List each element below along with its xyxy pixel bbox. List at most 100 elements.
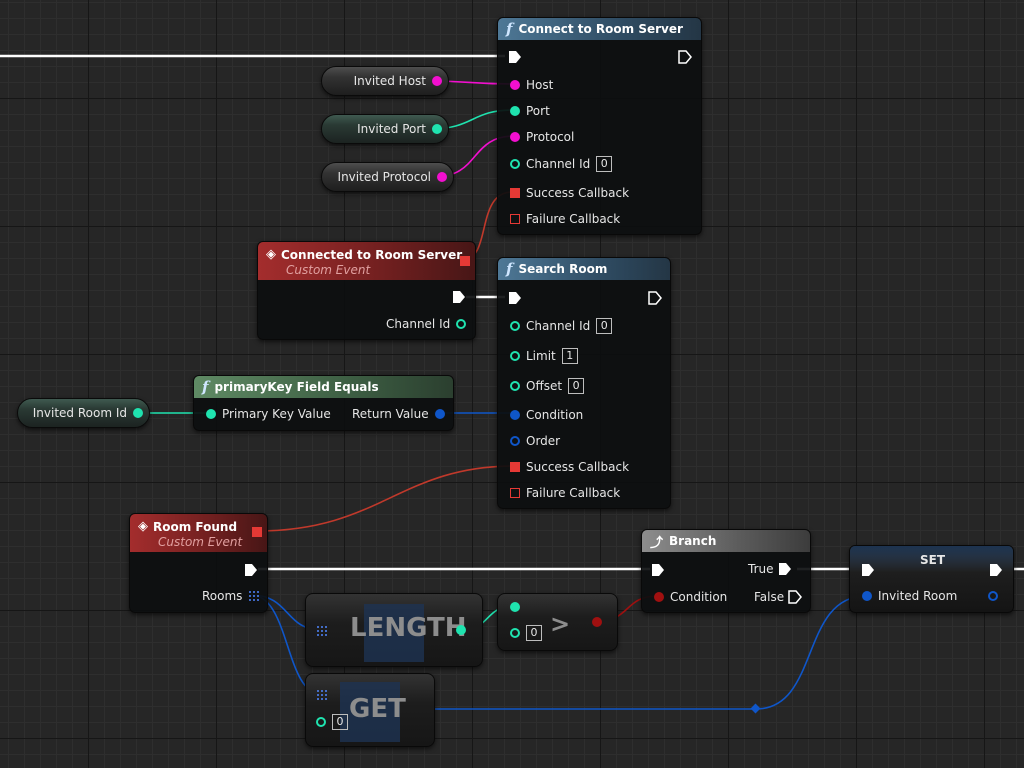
- node-set-invited-room[interactable]: SET Invited Room: [849, 545, 1014, 613]
- struct-pin-icon[interactable]: [862, 591, 872, 601]
- pin-label-channel-id: Channel Id: [526, 157, 591, 171]
- pin-label-success-callback: Success Callback: [526, 186, 630, 200]
- int-pin-icon[interactable]: [456, 625, 466, 635]
- variable-invited-room-id[interactable]: Invited Room Id: [17, 398, 150, 428]
- node-connect-to-room-server[interactable]: f Connect to Room Server Host Port Proto…: [497, 17, 702, 235]
- event-pin-icon[interactable]: [510, 214, 520, 224]
- exec-in-icon[interactable]: [861, 563, 875, 577]
- pin-label-success-callback: Success Callback: [526, 460, 630, 474]
- array-pin-icon[interactable]: [316, 625, 328, 637]
- node-connected-to-room-server-event[interactable]: ◈Connected to Room Server Custom Event C…: [257, 241, 476, 340]
- limit-input[interactable]: 1: [561, 348, 578, 364]
- struct-pin-icon[interactable]: [510, 436, 520, 446]
- pin-label-channel-id: Channel Id: [386, 317, 451, 331]
- pin-label-primary-key-value: Primary Key Value: [222, 407, 331, 421]
- pin-label-failure-callback: Failure Callback: [526, 486, 621, 500]
- exec-out-icon[interactable]: [244, 563, 258, 577]
- pin-label-condition: Condition: [670, 590, 728, 604]
- event-diamond-icon: ◈: [138, 519, 148, 534]
- struct-pin-icon[interactable]: [988, 591, 998, 601]
- int-pin-icon[interactable]: [456, 319, 467, 329]
- variable-invited-protocol[interactable]: Invited Protocol: [321, 162, 454, 192]
- get-label: GET: [349, 694, 406, 724]
- exec-in-icon[interactable]: [508, 50, 522, 64]
- delegate-pin-icon[interactable]: [252, 527, 262, 537]
- variable-invited-port[interactable]: Invited Port: [321, 114, 449, 144]
- struct-pin-icon[interactable]: [510, 410, 520, 420]
- channel-id-input[interactable]: 0: [596, 156, 613, 172]
- pin-label-invited-room: Invited Room: [878, 589, 958, 603]
- string-pin-icon[interactable]: [510, 80, 520, 90]
- node-get[interactable]: GET 0: [305, 673, 435, 747]
- variable-invited-host[interactable]: Invited Host: [321, 66, 449, 96]
- array-pin-icon[interactable]: [248, 590, 261, 602]
- pin-label-false: False: [754, 590, 785, 604]
- node-greater-than[interactable]: 0 >: [497, 593, 618, 651]
- pin-label-host: Host: [526, 78, 554, 92]
- string-pin-icon[interactable]: [432, 76, 442, 86]
- string-pin-icon[interactable]: [437, 172, 447, 182]
- offset-input[interactable]: 0: [568, 378, 585, 394]
- exec-out-icon[interactable]: [989, 563, 1003, 577]
- string-pin-icon[interactable]: [510, 132, 520, 142]
- channel-id-input[interactable]: 0: [596, 318, 613, 334]
- node-length[interactable]: LENGTH: [305, 593, 483, 667]
- pin-label-port: Port: [526, 104, 550, 118]
- node-room-found-event[interactable]: ◈Room Found Custom Event Rooms: [129, 513, 268, 613]
- exec-out-icon[interactable]: [648, 291, 662, 305]
- exec-in-icon[interactable]: [651, 563, 665, 577]
- pin-label-condition: Condition: [526, 408, 584, 422]
- int-pin-icon[interactable]: [316, 717, 326, 727]
- int-pin-icon[interactable]: [510, 351, 520, 361]
- int-pin-icon[interactable]: [510, 602, 520, 612]
- pin-label-order: Order: [526, 434, 561, 448]
- pin-label-true: True: [748, 562, 774, 576]
- exec-out-icon[interactable]: [678, 50, 692, 64]
- node-header: ⤴ Branch: [642, 530, 810, 552]
- pin-label-rooms: Rooms: [202, 589, 243, 603]
- exec-out-icon[interactable]: [778, 562, 792, 576]
- struct-pin-icon[interactable]: [434, 409, 445, 419]
- int-pin-icon[interactable]: [206, 409, 216, 419]
- int-pin-icon[interactable]: [133, 408, 143, 418]
- array-watermark: [364, 604, 424, 662]
- pin-label-return-value: Return Value: [352, 407, 429, 421]
- length-label: LENGTH: [350, 613, 467, 643]
- event-pin-icon[interactable]: [510, 462, 520, 472]
- node-branch[interactable]: ⤴ Branch True Condition False: [641, 529, 811, 613]
- int-pin-icon[interactable]: [510, 381, 520, 391]
- function-icon: f: [506, 20, 513, 38]
- delegate-pin-icon[interactable]: [460, 256, 470, 266]
- set-title: SET: [920, 553, 946, 567]
- node-header: ◈Connected to Room Server Custom Event: [258, 242, 475, 280]
- array-pin-icon[interactable]: [316, 689, 328, 701]
- greater-symbol: >: [550, 610, 571, 638]
- bool-pin-icon[interactable]: [592, 617, 602, 627]
- array-watermark: [340, 682, 400, 742]
- index-input[interactable]: 0: [332, 714, 348, 730]
- event-diamond-icon: ◈: [266, 247, 276, 262]
- compare-value-input[interactable]: 0: [526, 625, 542, 641]
- int-pin-icon[interactable]: [510, 106, 520, 116]
- int-pin-icon[interactable]: [510, 628, 520, 638]
- function-icon: f: [202, 378, 209, 396]
- node-header: f Connect to Room Server: [498, 18, 701, 40]
- int-pin-icon[interactable]: [510, 159, 520, 169]
- wire-get-to-set: [418, 595, 867, 710]
- int-pin-icon[interactable]: [432, 124, 442, 134]
- exec-in-icon[interactable]: [508, 291, 522, 305]
- bool-pin-icon[interactable]: [654, 592, 664, 602]
- node-primary-key-field-equals[interactable]: f primaryKey Field Equals Primary Key Va…: [193, 375, 454, 431]
- int-pin-icon[interactable]: [510, 321, 520, 331]
- pin-label-protocol: Protocol: [526, 130, 575, 144]
- exec-out-icon[interactable]: [788, 590, 803, 604]
- exec-out-icon[interactable]: [452, 290, 466, 304]
- pin-label-offset: Offset: [526, 379, 563, 393]
- pin-label-channel-id: Channel Id: [526, 319, 591, 333]
- pin-label-failure-callback: Failure Callback: [526, 212, 621, 226]
- event-pin-icon[interactable]: [510, 488, 520, 498]
- event-pin-icon[interactable]: [510, 188, 520, 198]
- branch-icon: ⤴: [650, 535, 664, 551]
- node-header: ◈Room Found Custom Event: [130, 514, 267, 552]
